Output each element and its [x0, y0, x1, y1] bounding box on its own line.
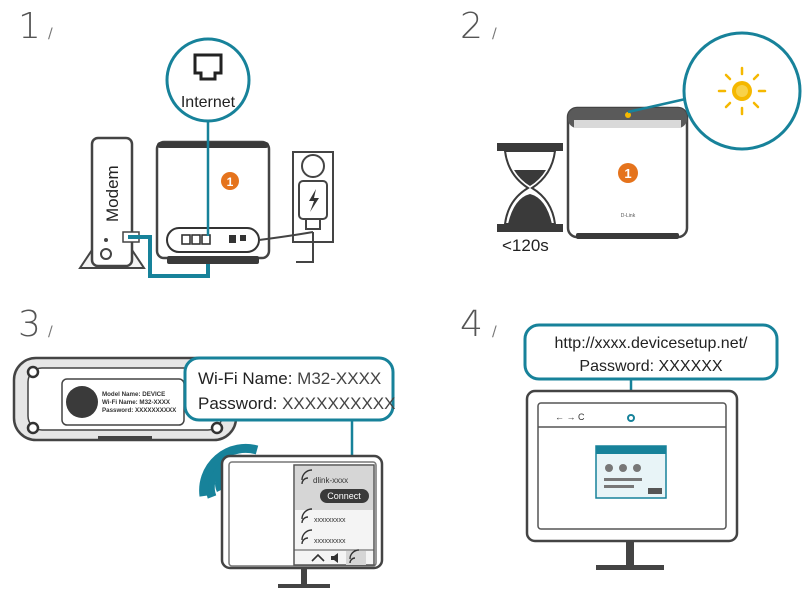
network-other-1[interactable]: xxxxxxxxx — [314, 517, 346, 524]
router2-top-rim — [574, 120, 681, 128]
router2-badge — [618, 163, 638, 183]
router-step2: 1 D-Link — [566, 106, 689, 239]
dialog-dot-1 — [605, 464, 613, 472]
step-4-slash: / — [492, 324, 497, 340]
modem-label: Modem — [103, 165, 122, 222]
dialog-dot-3 — [633, 464, 641, 472]
step-4-number: 4 — [460, 304, 483, 345]
chevron-up-icon[interactable] — [311, 553, 325, 562]
router-top — [157, 142, 269, 148]
timer-label: <120s — [502, 236, 549, 255]
socket-icon — [301, 154, 325, 178]
callout-wifi-prefix: Wi-Fi Name: — [198, 369, 297, 388]
callout-password-value: XXXXXXXXXX — [282, 394, 395, 413]
router-reset-icon — [240, 235, 246, 241]
callout-wifi-value: M32-XXXX — [297, 369, 381, 388]
foot-bl-icon — [26, 421, 40, 435]
router-step1: 1 — [155, 140, 271, 264]
dialog-line-1 — [604, 478, 642, 481]
router-underside: Model Name: DEVICE Wi-Fi Name: M32-XXXX … — [12, 356, 238, 442]
step-3-slash: / — [48, 324, 53, 340]
modem-power-button-icon — [100, 248, 112, 260]
power-cable-drop — [296, 232, 314, 263]
router-power-port-icon — [229, 235, 236, 243]
sun-led-icon — [717, 66, 767, 116]
callout-wifi-line: Wi-Fi Name: M32-XXXX — [198, 369, 381, 388]
led-callout-line — [627, 96, 691, 114]
monitor4-neck — [626, 541, 634, 565]
network-wifi-icon-2 — [301, 508, 313, 524]
underside-slot — [98, 436, 152, 440]
label-model-line: Model Name: DEVICE — [102, 391, 165, 398]
url-callout — [523, 323, 779, 381]
monitor-step4: ← → C ✕ — [525, 389, 739, 570]
speaker-icon[interactable] — [331, 553, 338, 563]
router2-brand: D-Link — [621, 213, 636, 219]
dialog-line-2 — [604, 485, 634, 488]
network-wifi-icon-3 — [301, 529, 313, 545]
setup-password: Password: XXXXXX — [579, 358, 723, 375]
monitor3-neck — [301, 568, 307, 584]
step-2: 2 / <120s 1 D-Link — [460, 6, 802, 255]
network-wifi-icon — [301, 469, 313, 485]
browser-nav-buttons[interactable]: ← → C — [555, 412, 585, 422]
step-3-number: 3 — [18, 304, 41, 345]
router-ethernet-ports-icon — [181, 234, 211, 245]
callout-password-line: Password: XXXXXXXXXX — [198, 394, 395, 413]
step-1-slash: / — [48, 26, 53, 42]
login-dialog-titlebar — [596, 446, 666, 454]
router2-base — [576, 233, 679, 239]
router-badge — [221, 172, 239, 190]
monitor-step3: dlink-xxxx Connect xxxxxxxxx xxxxxxxxx — [220, 454, 384, 588]
router-badge-label: 1 — [227, 175, 234, 189]
taskbar-wifi-icon — [349, 549, 360, 564]
router-base — [167, 256, 259, 264]
foot-br-icon — [210, 421, 224, 435]
network-selected-row[interactable] — [295, 466, 373, 510]
network-selected-name: dlink-xxxx — [313, 476, 348, 485]
lightning-icon — [309, 189, 319, 212]
step-2-slash: / — [492, 26, 497, 42]
power-outlet — [292, 151, 334, 243]
foot-tl-icon — [26, 365, 40, 379]
adapter-neck — [305, 218, 321, 230]
dialog-dot-2 — [619, 464, 627, 472]
monitor4-foot — [596, 565, 664, 570]
credentials-callout — [183, 356, 395, 422]
label-wifi-line: Wi-Fi Name: M32-XXXX — [102, 399, 171, 406]
close-icon[interactable]: ✕ — [656, 446, 663, 455]
callout-password-prefix: Password: — [198, 394, 282, 413]
modem-led-icon — [104, 238, 108, 242]
network-other-2[interactable]: xxxxxxxxx — [314, 538, 346, 545]
step-3: 3 / Model Name: DEVICE Wi-Fi Name: M32-X… — [12, 304, 395, 588]
setup-url: http://xxxx.devicesetup.net/ — [555, 335, 749, 352]
modem: Modem — [78, 136, 146, 269]
dialog-button[interactable] — [648, 488, 662, 494]
step-1: 1 / Modem 1 — [18, 6, 334, 278]
label-qr-icon — [66, 386, 98, 418]
hourglass-icon — [497, 143, 563, 232]
step-4: 4 / http://xxxx.devicesetup.net/ Passwor… — [460, 304, 779, 570]
connect-button-label: Connect — [327, 491, 361, 501]
monitor3-foot — [278, 584, 330, 588]
step-2-number: 2 — [460, 6, 483, 47]
router2-led-icon — [625, 112, 631, 118]
step-1-number: 1 — [18, 6, 41, 47]
taskbar-wifi-highlight[interactable] — [346, 551, 366, 565]
label-password-line: Password: XXXXXXXXXX — [102, 407, 177, 414]
connect-button[interactable] — [320, 489, 369, 503]
internet-label: Internet — [181, 94, 236, 111]
ethernet-port-icon — [193, 53, 223, 81]
modem-body — [90, 136, 134, 268]
address-bar-point — [627, 414, 635, 422]
power-cable — [258, 231, 314, 241]
router2-badge-label: 1 — [624, 166, 631, 181]
